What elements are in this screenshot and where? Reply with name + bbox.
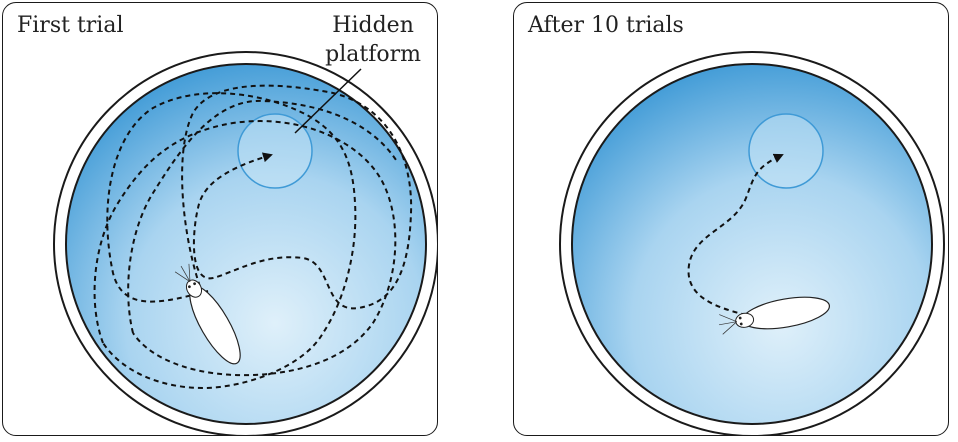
after-10-trials-panel: After 10 trials (513, 2, 949, 436)
search-path-main (181, 84, 413, 310)
rat-first-trial (174, 263, 241, 365)
first-trial-diagram (53, 51, 437, 435)
hidden-platform (748, 113, 824, 189)
pool-water (65, 63, 427, 425)
search-path-loop-2 (93, 120, 397, 377)
search-path-loop-1 (102, 92, 357, 390)
hidden-platform-label-line-1: Hidden (332, 13, 414, 38)
rat-after-10-trials (718, 296, 830, 335)
panel-title-after-10-trials: After 10 trials (528, 13, 684, 38)
hidden-platform-label: Hidden platform (325, 11, 421, 69)
hidden-platform-label-line-2: platform (325, 42, 421, 67)
hidden-platform (237, 113, 313, 189)
panel-title-first-trial: First trial (17, 13, 124, 38)
first-trial-panel: First trial Hidden platform (2, 2, 438, 436)
direct-path (687, 153, 784, 316)
callout-leader (294, 68, 362, 134)
pool-water (571, 63, 933, 425)
after-10-trials-diagram (559, 51, 945, 435)
